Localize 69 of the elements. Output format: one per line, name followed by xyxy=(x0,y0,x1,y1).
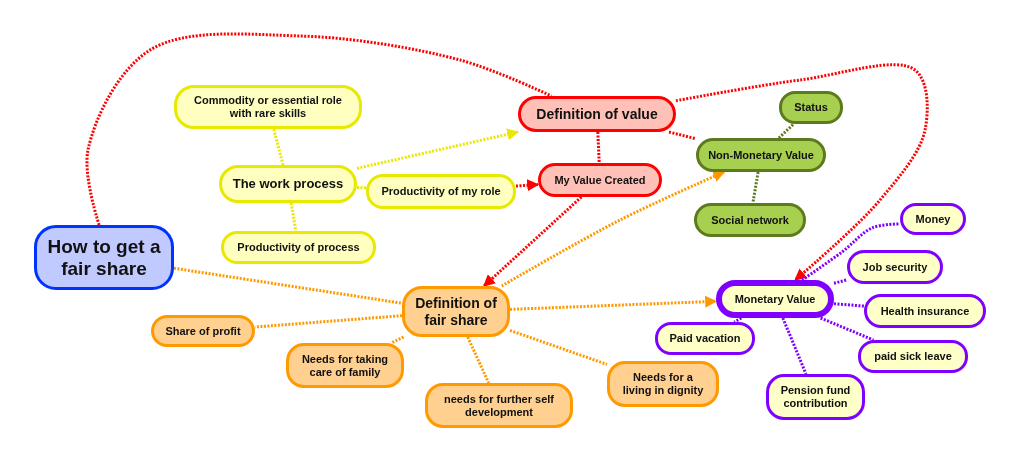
node-text: Monetary Value xyxy=(734,292,816,306)
node-text: Needs for taking care of family xyxy=(300,352,390,379)
dotted-connector xyxy=(356,128,520,170)
topic-bubble xyxy=(518,96,676,132)
dotted-connector xyxy=(733,316,743,324)
topic-bubble xyxy=(766,374,865,420)
topic-bubble xyxy=(538,163,662,197)
dotted-connector xyxy=(289,202,298,232)
topic-bubble xyxy=(425,383,573,428)
topic-bubble xyxy=(402,286,510,337)
dotted-connector xyxy=(173,266,403,305)
dotted-connector xyxy=(500,170,726,288)
topic-bubble xyxy=(694,203,806,237)
topic-bubble xyxy=(366,174,516,209)
node-text: Definition of fair share xyxy=(414,295,498,328)
topic-bubble xyxy=(174,85,362,129)
topic-bubble xyxy=(607,361,719,407)
node-text: The work process xyxy=(232,176,344,192)
dotted-connector xyxy=(801,222,901,282)
node-text: Non-Monetary Value xyxy=(708,148,814,162)
node-text: needs for further self development xyxy=(443,392,555,419)
topic-bubble xyxy=(858,340,968,373)
dotted-connector xyxy=(833,302,865,308)
dotted-connector xyxy=(356,185,367,190)
topic-bubble xyxy=(716,280,834,318)
node-text: Job security xyxy=(862,260,928,274)
node-text: Definition of value xyxy=(536,105,658,123)
dotted-connector xyxy=(781,317,808,375)
topic-bubble xyxy=(779,91,843,124)
node-text: Share of profit xyxy=(165,324,241,338)
dotted-connector xyxy=(272,128,285,166)
node-text: Pension fund contribution xyxy=(779,384,852,410)
dotted-connector xyxy=(466,336,491,384)
dotted-connector xyxy=(509,295,718,311)
dotted-connector xyxy=(482,195,583,288)
node-text: paid sick leave xyxy=(874,350,952,363)
dotted-connector xyxy=(777,122,795,140)
node-text: Money xyxy=(915,212,951,226)
topic-bubble xyxy=(286,343,404,388)
dotted-connector xyxy=(85,32,552,226)
topic-bubble xyxy=(696,138,826,172)
node-text: Productivity of process xyxy=(237,241,360,254)
dotted-connector xyxy=(254,314,403,329)
node-text: My Value Created xyxy=(554,173,646,187)
node-text: Health insurance xyxy=(880,304,970,318)
topic-bubble xyxy=(219,165,357,203)
dotted-connector xyxy=(515,179,540,192)
topic-bubble xyxy=(900,203,966,235)
dotted-connector xyxy=(390,335,405,345)
dotted-connector xyxy=(596,131,601,164)
node-text: Status xyxy=(794,101,828,114)
node-text: Needs for a living in dignity xyxy=(621,371,705,397)
topic-bubble xyxy=(847,250,943,284)
dotted-connector xyxy=(833,278,848,285)
topic-bubble xyxy=(221,231,376,264)
dotted-connector xyxy=(751,171,760,204)
topic-bubble xyxy=(864,294,986,328)
dotted-connector xyxy=(820,316,874,342)
node-text: How to get a fair share xyxy=(46,235,162,280)
node-text: Paid vacation xyxy=(669,332,741,345)
dotted-connector xyxy=(509,329,608,366)
dotted-connector xyxy=(668,130,697,141)
topic-bubble xyxy=(151,315,255,347)
node-text: Productivity of my role xyxy=(381,185,501,198)
topic-bubble xyxy=(655,322,755,355)
node-text: Commodity or essential role with rare skills xyxy=(193,94,343,120)
central-topic-bubble xyxy=(34,225,174,290)
dotted-connector xyxy=(675,63,929,282)
node-text: Social network xyxy=(711,213,789,227)
